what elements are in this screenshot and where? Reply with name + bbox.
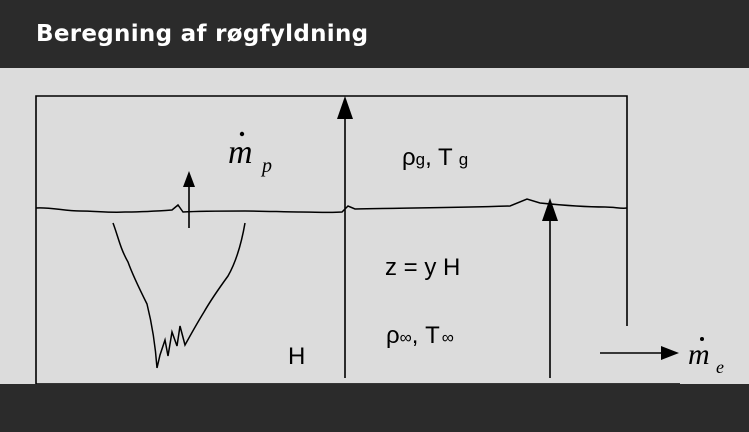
lower-temp-subscript: ∞: [442, 328, 454, 347]
upper-rho-subscript: g: [416, 150, 425, 169]
room-outline: [35, 95, 680, 385]
plume-mass-flow-label: m p: [228, 131, 272, 177]
interface-height-label: z = y H: [385, 254, 460, 281]
smoke-layer-interface: [35, 198, 628, 214]
upper-separator: ,: [425, 144, 438, 171]
exit-flow-arrow-head: [661, 346, 679, 360]
upper-rho: ρ: [402, 144, 416, 171]
exit-flow-dot: [700, 337, 704, 341]
upper-temp-subscript: g: [459, 150, 468, 169]
lower-rho-subscript: ∞: [400, 328, 412, 347]
exit-flow-symbol: m: [688, 338, 710, 371]
exit-mass-flow-label: m e: [688, 337, 724, 377]
footer-bar: [0, 384, 749, 432]
room-height-label: H: [288, 343, 305, 370]
interface-height-arrow-head: [542, 198, 558, 221]
plume-flow-subscript: p: [260, 155, 272, 177]
lower-temp: T: [425, 322, 440, 349]
lower-layer-label: ρ∞, T∞: [386, 322, 454, 349]
title-bar: Beregning af røgfyldning: [0, 0, 749, 68]
page-title: Beregning af røgfyldning: [36, 21, 369, 47]
upper-temp: T: [438, 144, 453, 171]
exit-flow-subscript: e: [716, 357, 724, 377]
lower-rho: ρ: [386, 322, 400, 349]
fire-flame-outline: [112, 222, 246, 369]
plume-flow-symbol: m: [228, 134, 253, 171]
plume-flow-dot: [239, 131, 245, 137]
room-height-arrow-head: [337, 96, 353, 119]
lower-separator: ,: [412, 322, 425, 349]
plume-arrow-head: [183, 171, 195, 187]
